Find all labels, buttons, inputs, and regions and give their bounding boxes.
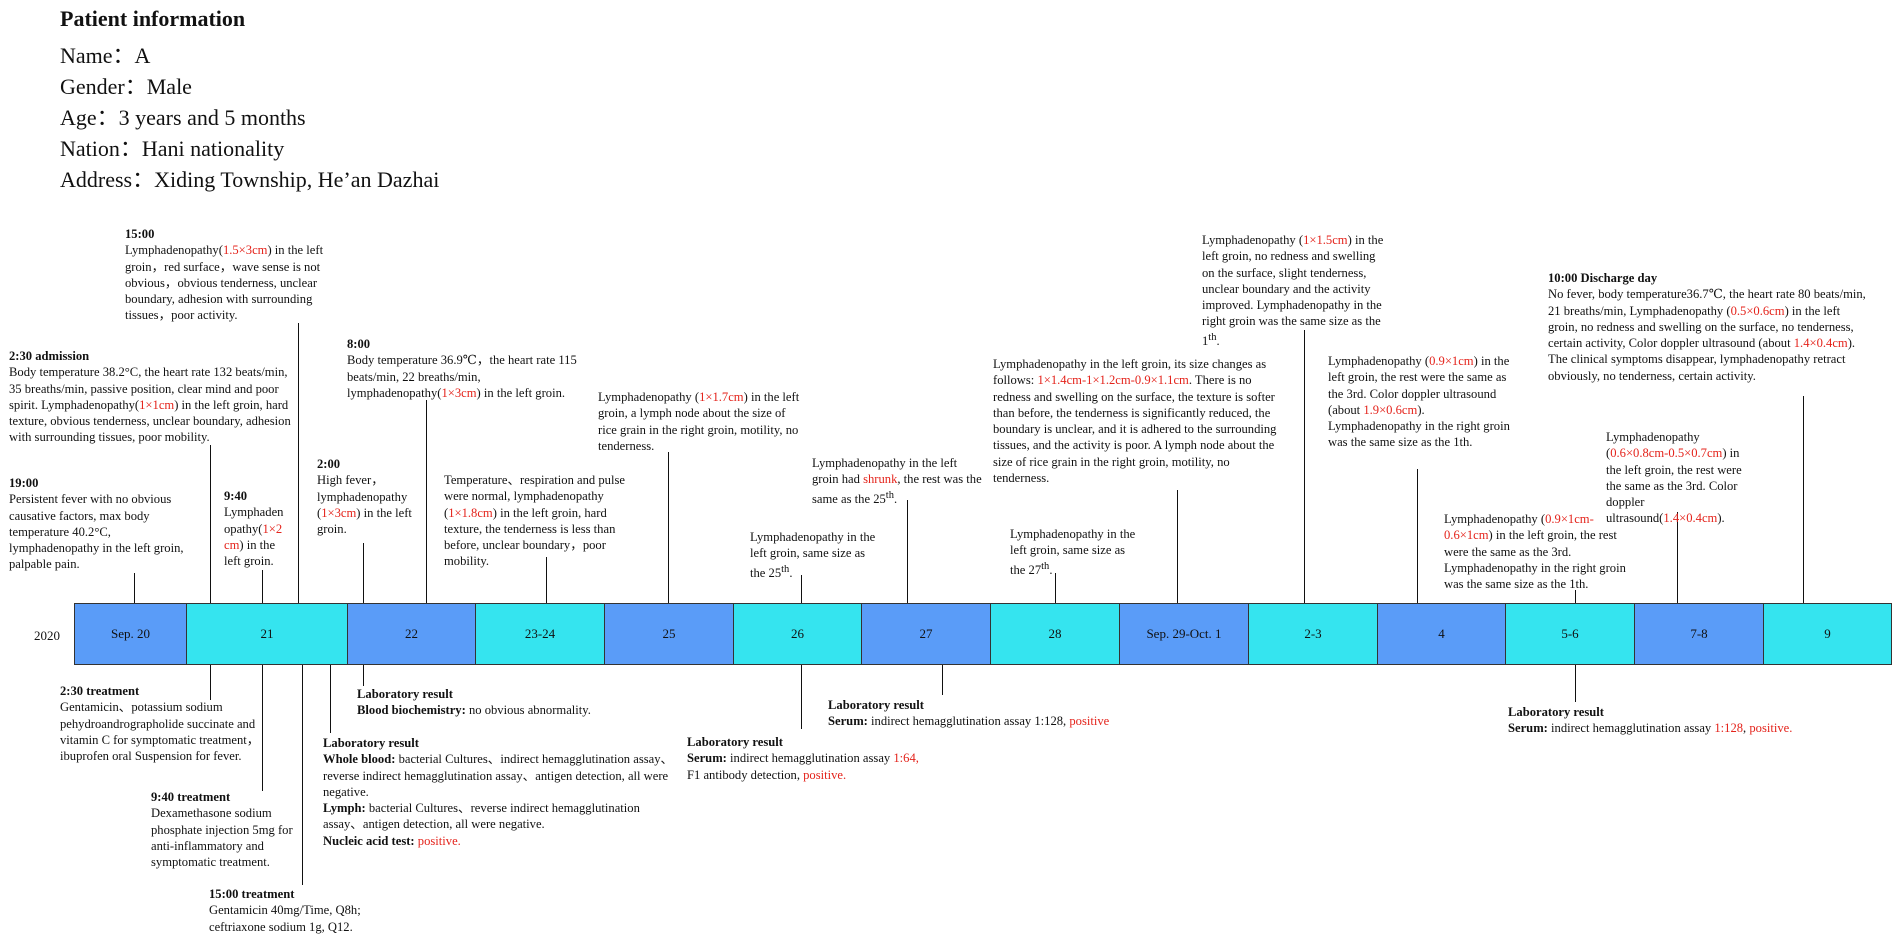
connector-line bbox=[1417, 469, 1418, 603]
connector-line bbox=[210, 445, 211, 603]
connector-line bbox=[801, 575, 802, 603]
timeline-segment-2-3: 2-3 bbox=[1248, 603, 1378, 665]
patient-age: Age：3 years and 5 months bbox=[60, 105, 306, 130]
connector-line bbox=[1055, 573, 1056, 603]
timeline-segment-21: 21 bbox=[186, 603, 348, 665]
connector-line bbox=[1803, 396, 1804, 603]
timeline-segment-9: 9 bbox=[1763, 603, 1892, 665]
timeline-segment-sep29-oct1: Sep. 29-Oct. 1 bbox=[1119, 603, 1249, 665]
patient-gender: Gender：Male bbox=[60, 74, 192, 99]
note-23-24: Temperature、respiration and pulse were n… bbox=[444, 473, 625, 569]
timeline-segment-28: 28 bbox=[990, 603, 1120, 665]
timeline-segment-5-6: 5-6 bbox=[1505, 603, 1635, 665]
patient-info-title: Patient information bbox=[60, 6, 246, 31]
patient-address: Address：Xiding Township, He’an Dazhai bbox=[60, 167, 440, 192]
connector-line bbox=[1677, 512, 1678, 603]
patient-name: Name：A bbox=[60, 43, 151, 68]
connector-line bbox=[801, 665, 802, 729]
connector-line bbox=[330, 665, 331, 733]
timeline-segment-22: 22 bbox=[347, 603, 476, 665]
note-7-8: Lymphadenopathy (0.6×0.8cm-0.5×0.7cm) in… bbox=[1606, 430, 1742, 526]
connector-line bbox=[942, 665, 943, 695]
timeline-segment-27: 27 bbox=[861, 603, 991, 665]
patient-nation: Nation：Hani nationality bbox=[60, 136, 285, 161]
connector-line bbox=[1304, 330, 1305, 603]
timeline-segment-25: 25 bbox=[604, 603, 734, 665]
connector-line bbox=[426, 400, 427, 603]
connector-line bbox=[302, 665, 303, 885]
note-27: Lymphadenopathy in the left groin had sh… bbox=[812, 456, 982, 506]
connector-line bbox=[668, 452, 669, 603]
connector-line bbox=[546, 557, 547, 603]
timeline-segment-26: 26 bbox=[733, 603, 862, 665]
note-28: Lymphadenopathy in the left groin, same … bbox=[1010, 527, 1136, 577]
note-sep29-oct1: Lymphadenopathy in the left groin, its s… bbox=[993, 357, 1277, 486]
connector-line bbox=[1575, 665, 1576, 702]
note-4: Lymphadenopathy (0.9×1cm) in the left gr… bbox=[1328, 354, 1510, 450]
timeline-segment-sep20: Sep. 20 bbox=[74, 603, 187, 665]
note-25: Lymphadenopathy (1×1.7cm) in the left gr… bbox=[598, 390, 800, 453]
timeline-year: 2020 bbox=[34, 628, 60, 643]
note-5-6: Lymphadenopathy (0.9×1cm-0.6×1cm) in the… bbox=[1444, 512, 1626, 592]
note-26: Lymphadenopathy in the left groin, same … bbox=[750, 530, 876, 580]
connector-line bbox=[1575, 590, 1576, 603]
timeline-segment-23-24: 23-24 bbox=[475, 603, 605, 665]
note-2-3: Lymphadenopathy (1×1.5cm) in the left gr… bbox=[1202, 233, 1384, 348]
connector-line bbox=[262, 665, 263, 791]
connector-line bbox=[210, 665, 211, 700]
connector-line bbox=[907, 500, 908, 603]
connector-line bbox=[134, 573, 135, 603]
connector-line bbox=[298, 323, 299, 603]
timeline-segment-7-8: 7-8 bbox=[1634, 603, 1764, 665]
connector-line bbox=[363, 543, 364, 603]
connector-line bbox=[363, 665, 364, 686]
connector-line bbox=[1177, 490, 1178, 603]
timeline-segment-4: 4 bbox=[1377, 603, 1506, 665]
connector-line bbox=[262, 570, 263, 603]
